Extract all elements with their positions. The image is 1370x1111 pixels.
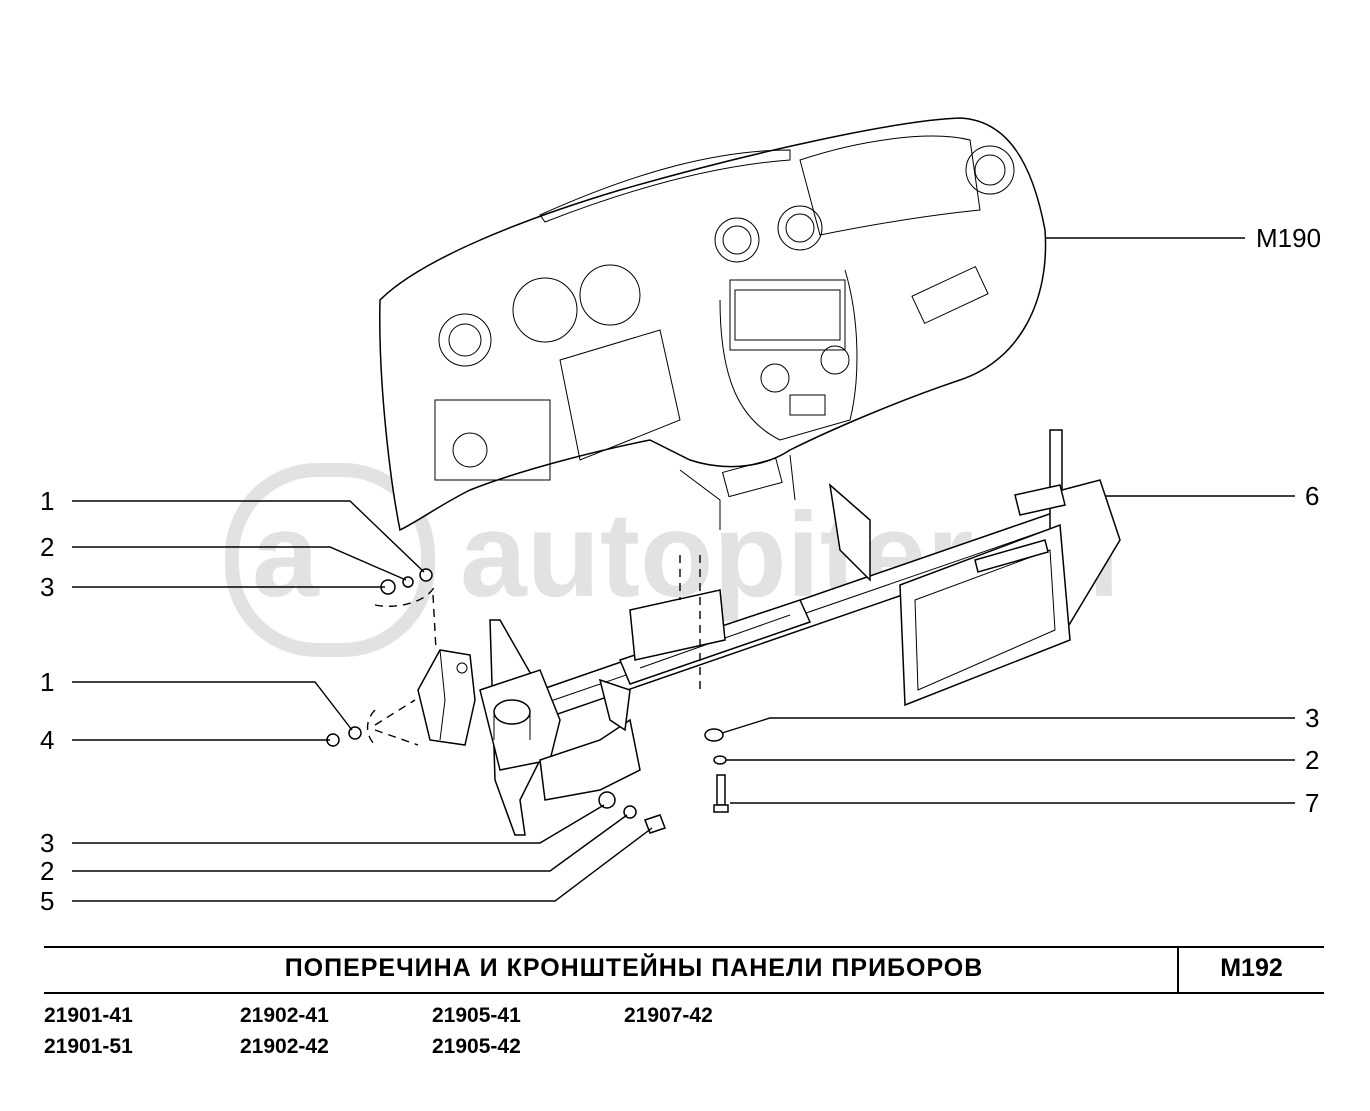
cross-member [479, 429, 1121, 836]
lock-washer-2-top [402, 576, 414, 588]
diagram-title: ПОПЕРЕЧИНА И КРОНШТЕЙНЫ ПАНЕЛИ ПРИБОРОВ [284, 954, 984, 982]
model-column: 21905-41 21905-42 [432, 1000, 612, 1062]
model-code: 21901-51 [44, 1035, 133, 1058]
callout-6: 6 [1305, 481, 1319, 511]
exploded-diagram: a autopiter.ru [40, 117, 1321, 916]
model-code: 21902-41 [240, 1004, 329, 1027]
callout-1-top: 1 [40, 486, 54, 516]
model-column: 21902-41 21902-42 [240, 1000, 420, 1062]
washer-3-bottom [598, 791, 616, 809]
callout-2-top: 2 [40, 532, 54, 562]
model-code: 21901-41 [44, 1004, 133, 1027]
callout-3-right: 3 [1305, 703, 1319, 733]
callout-2-right: 2 [1305, 745, 1319, 775]
side-bracket [417, 649, 476, 746]
callout-1-side: 1 [40, 667, 54, 697]
bolt-7 [716, 774, 726, 806]
washer-3-right [704, 728, 724, 742]
callout-2-bottom: 2 [40, 856, 54, 886]
bolt-5 [644, 814, 666, 834]
title-divider [1177, 948, 1179, 992]
diagram-code: М192 [1220, 954, 1283, 982]
callout-3-bottom: 3 [40, 828, 54, 858]
callout-3-top: 3 [40, 572, 54, 602]
assembly-paths [366, 555, 701, 746]
model-code: 21907-42 [624, 1004, 713, 1027]
leader-lines [72, 237, 1295, 902]
callout-5: 5 [40, 886, 54, 916]
dashboard-panel [379, 117, 1047, 532]
watermark-logo: a [252, 488, 320, 622]
model-column: 21907-42 [624, 1000, 804, 1031]
lock-washer-2-right [713, 755, 727, 765]
model-code: 21902-42 [240, 1035, 329, 1058]
callout-m190: М190 [1256, 223, 1321, 253]
title-bar: ПОПЕРЕЧИНА И КРОНШТЕЙНЫ ПАНЕЛИ ПРИБОРОВ … [44, 946, 1324, 994]
callout-7: 7 [1305, 788, 1319, 818]
model-code: 21905-42 [432, 1035, 521, 1058]
callout-4: 4 [40, 725, 54, 755]
model-code: 21905-41 [432, 1004, 521, 1027]
model-column: 21901-41 21901-51 [44, 1000, 224, 1062]
